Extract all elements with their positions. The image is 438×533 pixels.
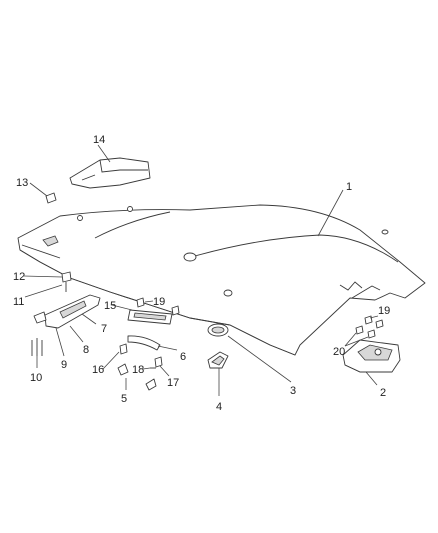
screws [31, 338, 43, 356]
callout-7: 7 [101, 323, 107, 335]
callout-12: 12 [13, 271, 25, 283]
callout-17: 17 [167, 377, 179, 389]
fastener-17 [154, 356, 163, 368]
overhead-console [342, 339, 401, 373]
callout-16: 16 [92, 364, 104, 376]
sun-visor [33, 294, 101, 329]
callout-8: 8 [83, 344, 89, 356]
callout-9: 9 [61, 359, 67, 371]
callout-11: 11 [13, 296, 24, 308]
callout-18: 18 [132, 364, 144, 376]
clip-5b [145, 378, 157, 391]
callout-15: 15 [104, 300, 116, 312]
fastener-19-front [136, 297, 180, 316]
callout-6: 6 [180, 351, 186, 363]
callout-14: 14 [93, 134, 105, 146]
fastener-20 [355, 325, 376, 339]
rear-bracket [69, 157, 151, 189]
headliner-panel [17, 204, 426, 356]
fastener-19-rear [364, 315, 384, 329]
reading-lamp [207, 351, 229, 369]
callout-5: 5 [121, 393, 127, 405]
retainer-13 [45, 192, 57, 204]
fastener-16 [119, 343, 128, 355]
clip-5a [117, 363, 129, 376]
callout-labels: 1 2 3 4 5 6 7 8 9 10 11 12 13 14 15 16 1… [13, 134, 390, 413]
callout-13: 13 [16, 177, 28, 189]
grab-handle-front [127, 309, 173, 325]
dome-lamp [207, 323, 229, 337]
leader-lines [23, 144, 379, 396]
callout-19-front: 19 [153, 296, 165, 308]
visor-clip [61, 271, 72, 292]
callout-20: 20 [333, 346, 345, 358]
callout-3: 3 [290, 385, 296, 397]
callout-1: 1 [346, 181, 352, 193]
grab-handle-rear [127, 335, 161, 351]
callout-4: 4 [216, 401, 222, 413]
callout-10: 10 [30, 372, 42, 384]
callout-2: 2 [380, 387, 386, 399]
callout-19-rear: 19 [378, 305, 390, 317]
